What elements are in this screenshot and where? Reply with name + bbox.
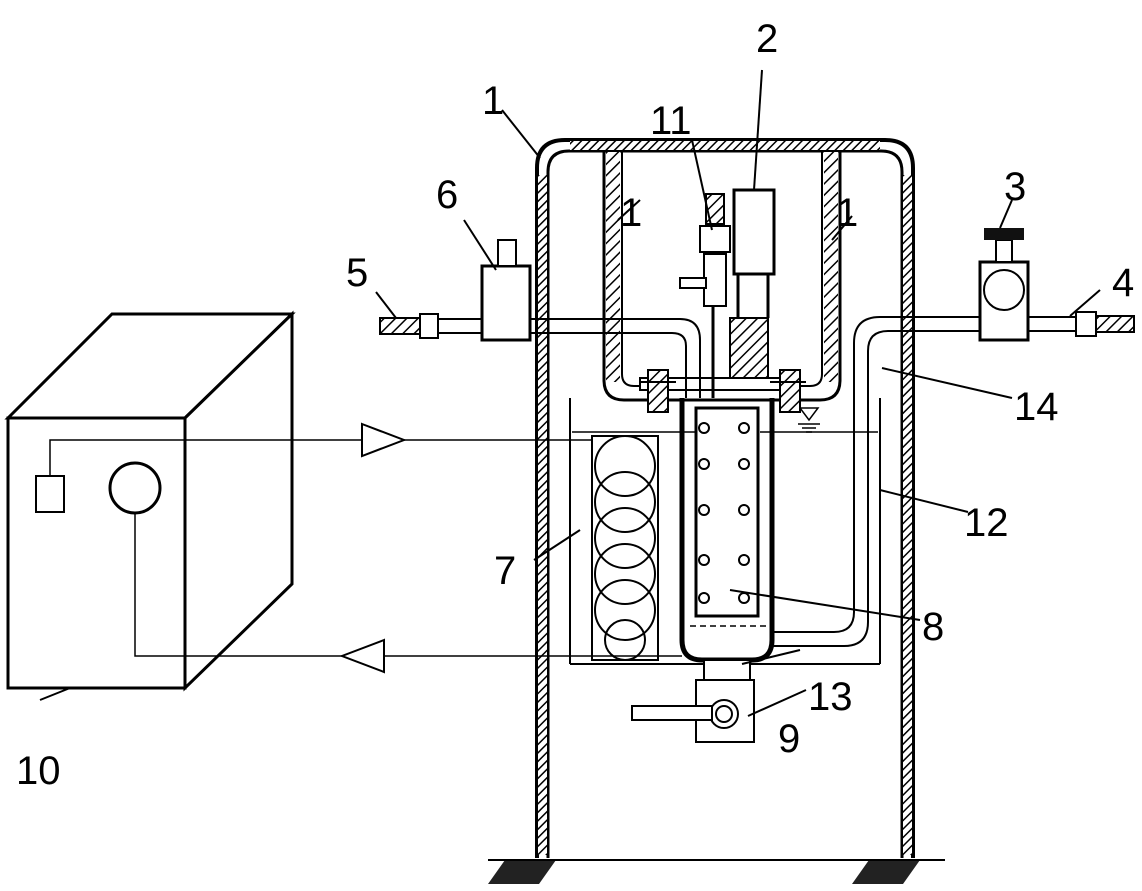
control-box	[4, 310, 296, 692]
label-7: 7	[494, 549, 516, 593]
label-1-outer-housing: 1	[482, 79, 504, 123]
callout-labels: 1 1 1 2 3 4 5 6 7 8 9 10 11 12 13 14	[16, 17, 1134, 793]
leader-lines	[39, 69, 1101, 717]
label-8: 8	[922, 605, 944, 649]
vessel-flange	[639, 369, 806, 413]
label-2: 2	[756, 17, 778, 61]
label-12: 12	[964, 501, 1009, 545]
water-bath	[569, 398, 881, 665]
cooling-coil	[591, 435, 659, 661]
label-11: 11	[650, 99, 692, 143]
label-1-inner-right: 1	[836, 191, 858, 235]
label-4: 4	[1112, 261, 1134, 305]
label-6: 6	[436, 173, 458, 217]
label-9: 9	[778, 717, 800, 761]
actuator	[729, 188, 776, 379]
label-3: 3	[1004, 165, 1026, 209]
right-gas-line	[772, 228, 1135, 647]
label-14: 14	[1014, 385, 1059, 429]
drain-valve	[631, 659, 755, 743]
label-1-inner-left: 1	[620, 191, 642, 235]
sample-vessel	[679, 398, 775, 663]
left-gas-line	[379, 239, 701, 398]
label-13: 13	[808, 675, 853, 719]
needle-valve	[679, 193, 731, 398]
label-5: 5	[346, 251, 368, 295]
base-feet	[488, 859, 945, 884]
label-10: 10	[16, 749, 61, 793]
control-wires	[49, 422, 682, 674]
